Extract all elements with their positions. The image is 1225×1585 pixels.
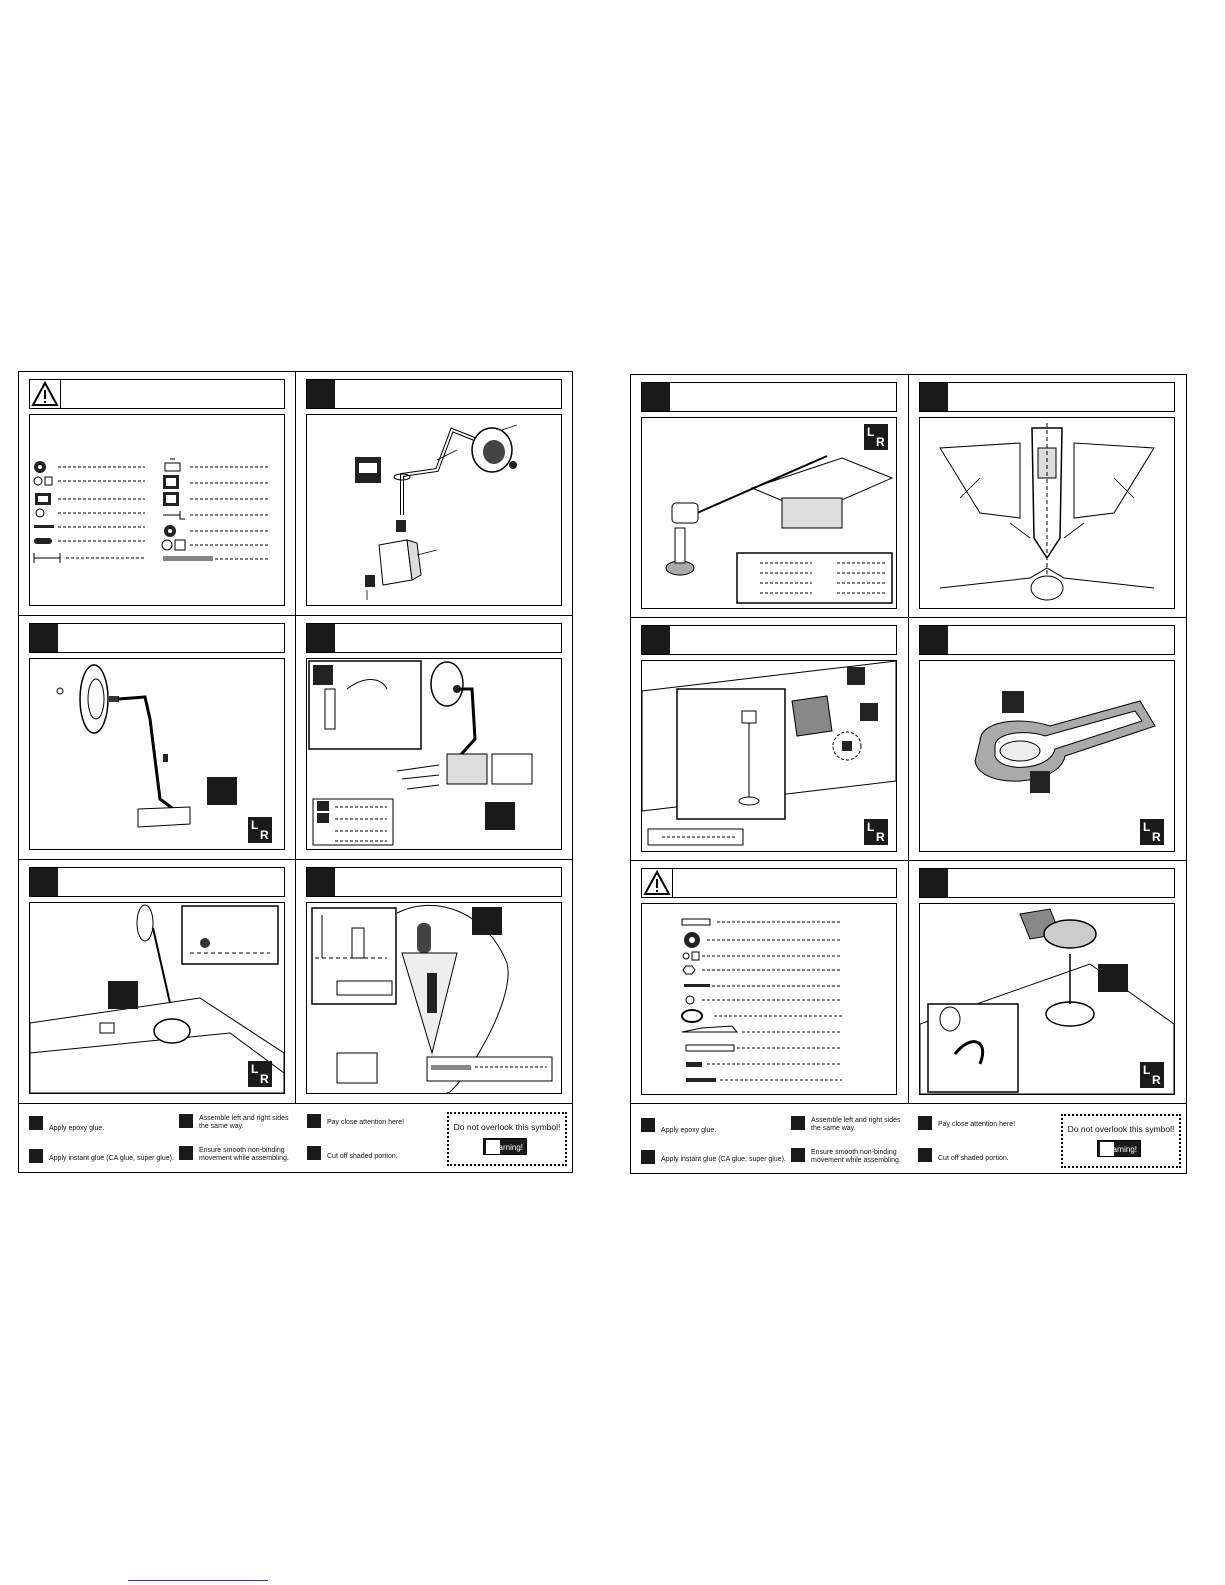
step-number-box (307, 868, 335, 896)
step-header (641, 868, 897, 898)
step-header (919, 868, 1175, 898)
ab-epoxy-icon (207, 777, 237, 805)
left-right-icon (791, 1116, 805, 1130)
warning-triangle-icon (642, 869, 673, 897)
step-number-box (307, 380, 335, 408)
ab-epoxy-icon (485, 802, 515, 830)
step-parts-warning (19, 372, 296, 616)
step-number-box (30, 624, 58, 652)
smooth-movement-icon (791, 1148, 805, 1162)
parts-panel (29, 414, 285, 606)
ab-epoxy-icon (1098, 964, 1128, 992)
step-hardware-warning (631, 861, 909, 1104)
step-number-box (920, 869, 948, 897)
step-number-box (307, 624, 335, 652)
pointing-hand-icon (918, 1116, 932, 1130)
tail-wheel-diagram (306, 902, 562, 1094)
bracket-diagram (306, 658, 562, 850)
step-number-box (30, 868, 58, 896)
step-header (306, 867, 562, 897)
symbol-legend: Apply epoxy glue. Apply instant glue (CA… (19, 1104, 572, 1172)
step-header (29, 867, 285, 897)
ca-glue-icon (641, 1150, 655, 1164)
pointing-hand-icon (307, 1114, 321, 1128)
do-not-overlook-box: Do not overlook this symbol! Warning! (1061, 1114, 1181, 1168)
do-not-overlook-box: Do not overlook this symbol! Warning! (447, 1112, 567, 1166)
step-header (306, 623, 562, 653)
warning-triangle-icon (1100, 1142, 1114, 1156)
ca-glue-icon (29, 1149, 43, 1163)
step-airframe-overview (909, 375, 1186, 618)
ab-epoxy-icon (108, 981, 138, 1009)
cut-shaded-icon (918, 1148, 932, 1162)
step-header (919, 625, 1175, 655)
step-strut-bracket (296, 616, 572, 860)
ab-epoxy-icon (29, 1116, 43, 1130)
step-tail-wheel (296, 860, 572, 1104)
warning-badge: Warning! (1097, 1140, 1141, 1157)
warning-triangle-icon (486, 1140, 500, 1154)
footer-link-underline[interactable] (128, 1580, 268, 1581)
ab-epoxy-icon (472, 907, 502, 935)
left-right-icon (179, 1114, 193, 1128)
warning-badge: Warning! (483, 1138, 527, 1155)
step-header (919, 382, 1175, 412)
step-number-box (642, 626, 670, 654)
step-landing-strut (296, 372, 572, 616)
step-header (29, 379, 285, 409)
step-header (641, 625, 897, 655)
step-number-box (920, 626, 948, 654)
step-header (641, 382, 897, 412)
strut-diagram (306, 414, 562, 606)
symbol-legend: Apply epoxy glue. Apply instant glue (CA… (631, 1104, 1186, 1173)
airframe-diagram (919, 417, 1175, 609)
ab-epoxy-icon (641, 1118, 655, 1132)
step-header (306, 379, 562, 409)
cut-shaded-icon (307, 1146, 321, 1160)
step-number-box (920, 383, 948, 411)
hardware-panel (641, 903, 897, 1095)
smooth-movement-icon (179, 1146, 193, 1160)
warning-triangle-icon (30, 380, 61, 408)
step-header (29, 623, 285, 653)
step-number-box (642, 383, 670, 411)
